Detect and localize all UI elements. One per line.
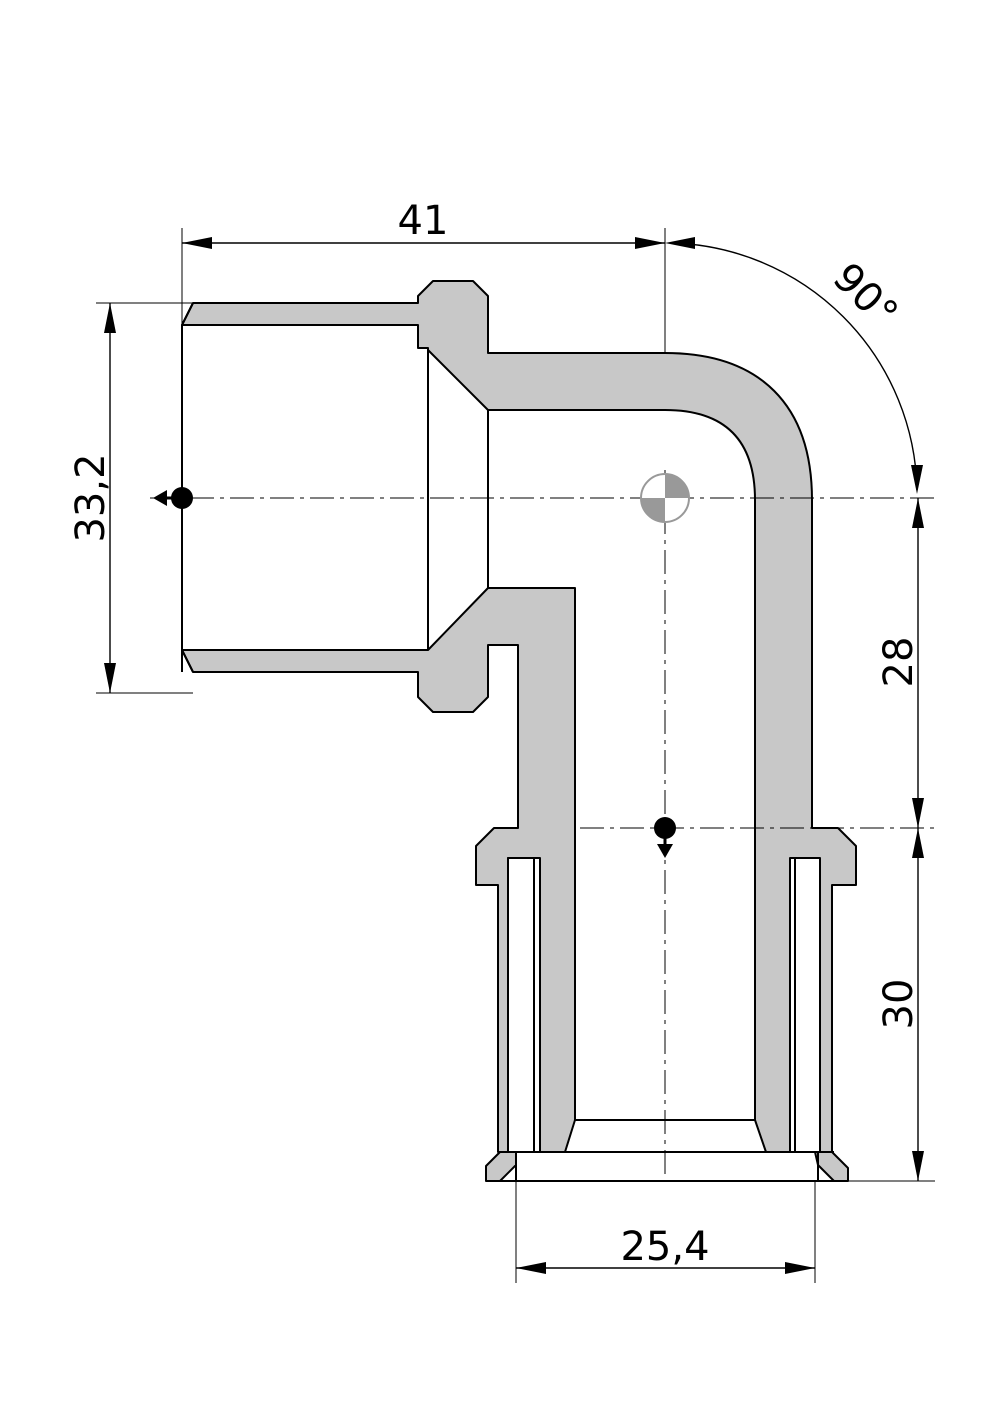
left-collar-slot [507,857,535,1153]
top-thread-edge [181,302,194,673]
dimension-length-41: 41 [181,198,695,353]
dimension-diameter-25-4: 25,4 [515,1181,816,1283]
left-insertion-marker [153,487,193,509]
center-lines [150,470,935,1181]
height-lower-label: 30 [876,979,922,1030]
diameter-bottom-label: 25,4 [620,1224,709,1270]
diameter-left-label: 33,2 [68,453,114,542]
angle-label: 90° [824,254,907,337]
fitting-body [181,280,857,1182]
dimension-height-28: 28 [876,498,924,828]
bottom-insertion-marker [654,817,676,858]
dimension-height-30: 30 [848,828,935,1182]
right-collar-slot [794,857,821,1153]
dimension-diameter-33-2: 33,2 [68,302,193,694]
length-top-label: 41 [398,198,449,244]
center-mark-symbol [640,473,690,523]
height-upper-label: 28 [876,637,922,688]
